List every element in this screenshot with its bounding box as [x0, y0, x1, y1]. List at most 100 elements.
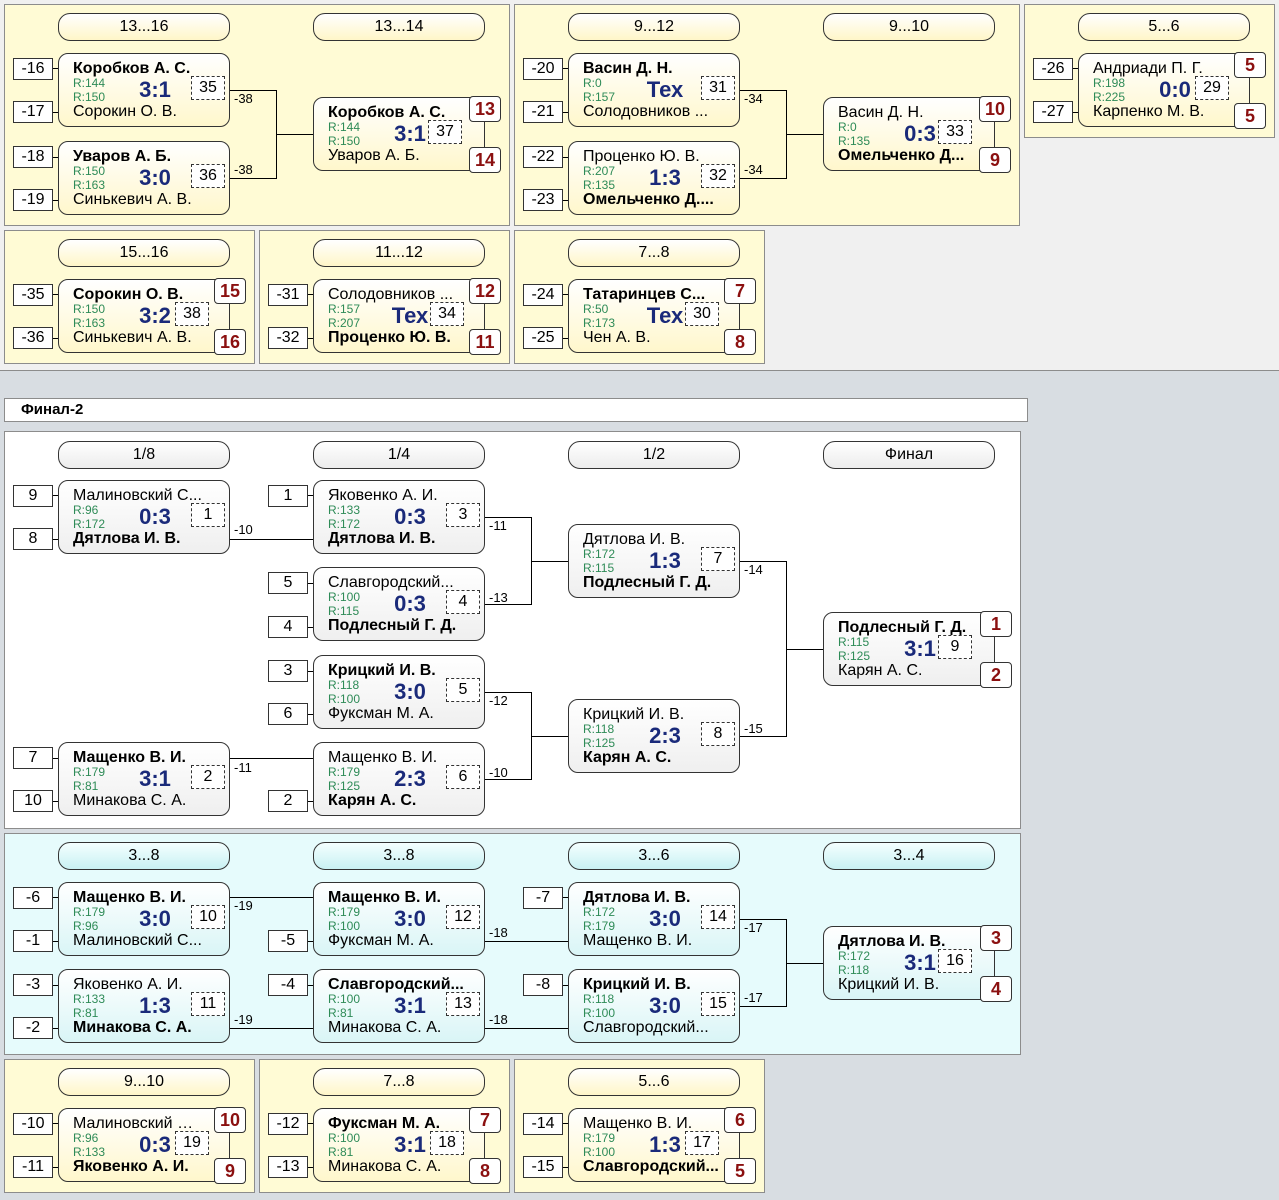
match-card[interactable]: Малиновский С... R:96 R:133 0:3 19 Якове… [58, 1108, 230, 1182]
match-card[interactable]: Малиновский С... R:96 R:172 0:3 1 Дятлов… [58, 480, 230, 554]
match-number: 16 [938, 949, 972, 973]
place-badge: 7 [724, 278, 756, 304]
seed-box: -32 [268, 327, 308, 349]
seed-box: 8 [13, 528, 53, 550]
round-header: 3...6 [568, 842, 740, 870]
match-number: 29 [1195, 76, 1229, 100]
match-card[interactable]: Фуксман М. А. R:100 R:81 3:1 18 Минакова… [313, 1108, 485, 1182]
player-rating: R:81 [73, 1006, 99, 1020]
player-rating: R:150 [73, 164, 106, 178]
match-card[interactable]: Татаринцев С... R:50 R:173 Тех 30 Чен А.… [568, 279, 740, 353]
match-card[interactable]: Подлесный Г. Д. R:115 R:125 3:1 9 Карян … [823, 612, 995, 686]
match-card[interactable]: Сорокин О. В. R:150 R:163 3:2 38 Синькев… [58, 279, 230, 353]
seed-box: -36 [13, 327, 53, 349]
seed-box: -26 [1033, 58, 1073, 80]
match-card[interactable]: Андриади П. Г. R:198 R:225 0:0 29 Карпен… [1078, 53, 1250, 127]
match-card[interactable]: Крицкий И. В. R:118 R:100 3:0 5 Фуксман … [313, 655, 485, 729]
bracket-connector-line [53, 294, 59, 295]
bracket-connector-line [230, 1028, 314, 1029]
match-card[interactable]: Яковенко А. И. R:133 R:172 0:3 3 Дятлова… [313, 480, 485, 554]
player-rating: R:135 [838, 134, 871, 148]
player-name: Мащенко В. И. [583, 932, 693, 949]
loser-route-label: -18 [489, 1012, 508, 1027]
round-header: 15...16 [58, 239, 230, 267]
player-rating: R:100 [583, 1006, 616, 1020]
player-rating: R:118 [583, 722, 615, 736]
loser-route-label: -19 [234, 1012, 253, 1027]
player-rating: R:125 [583, 736, 616, 750]
match-card[interactable]: Уваров А. Б. R:150 R:163 3:0 36 Синькеви… [58, 141, 230, 215]
place-badge: 2 [980, 662, 1012, 688]
panel-9-12: 9...12 9...10 -20 -21 -22 -23 Васин Д. Н… [514, 4, 1020, 226]
seed-box: 5 [268, 572, 308, 594]
bracket-connector-line [308, 583, 314, 584]
player-name: Карян А. С. [838, 662, 923, 679]
match-card[interactable]: Мащенко В. И. R:179 R:100 3:0 12 Фуксман… [313, 882, 485, 956]
player-rating: R:115 [838, 635, 870, 649]
match-score: 2:3 [394, 766, 426, 791]
match-card[interactable]: Солодовников ... R:157 R:207 Тех 34 Проц… [313, 279, 485, 353]
match-card[interactable]: Васин Д. Н. R:0 R:157 Тех 31 Солодовнико… [568, 53, 740, 127]
match-card[interactable]: Мащенко В. И. R:179 R:100 1:3 17 Славгор… [568, 1108, 740, 1182]
match-number: 1 [191, 503, 225, 527]
match-card[interactable]: Коробков А. С. R:144 R:150 3:1 37 Уваров… [313, 97, 485, 171]
seed-box: -18 [13, 146, 53, 168]
loser-route-label: -18 [489, 925, 508, 940]
match-number: 2 [191, 765, 225, 789]
player-name: Малиновский С... [73, 932, 202, 949]
bracket-connector-line [485, 692, 531, 693]
bracket-connector-line [53, 495, 59, 496]
player-rating: R:172 [583, 547, 616, 561]
bracket-connector-line [53, 801, 59, 802]
match-card[interactable]: Крицкий И. В. R:118 R:125 2:3 8 Карян А.… [568, 699, 740, 773]
player-rating: R:163 [73, 316, 106, 330]
match-number: 33 [938, 120, 972, 144]
player-rating: R:225 [1093, 90, 1126, 104]
player-name: Чен А. В. [583, 329, 651, 346]
match-card[interactable]: Дятлова И. В. R:172 R:118 3:1 16 Крицкий… [823, 926, 995, 1000]
match-card[interactable]: Мащенко В. И. R:179 R:81 3:1 2 Минакова … [58, 742, 230, 816]
player-name: Минакова С. А. [328, 1158, 442, 1175]
match-score: 3:1 [394, 1132, 426, 1157]
round-header: 13...16 [58, 13, 230, 41]
match-card[interactable]: Васин Д. Н. R:0 R:135 0:3 33 Омельченко … [823, 97, 995, 171]
player-rating: R:179 [328, 765, 361, 779]
match-card[interactable]: Мащенко В. И. R:179 R:96 3:0 10 Малиновс… [58, 882, 230, 956]
round-header: 13...14 [313, 13, 485, 41]
match-score: Тех [391, 303, 429, 328]
loser-route-label: -15 [744, 721, 763, 736]
match-card[interactable]: Славгородский... R:100 R:115 0:3 4 Подле… [313, 567, 485, 641]
bracket-connector-line [1073, 68, 1079, 69]
loser-route-label: -14 [744, 562, 763, 577]
loser-route-label: -19 [234, 898, 253, 913]
place-badge: 9 [979, 147, 1011, 173]
match-card[interactable]: Дятлова И. В. R:172 R:115 1:3 7 Подлесны… [568, 524, 740, 598]
round-header: 7...8 [568, 239, 740, 267]
match-score: 3:0 [139, 165, 171, 190]
match-score: 3:0 [139, 906, 171, 931]
match-card[interactable]: Коробков А. С. R:144 R:150 3:1 35 Сороки… [58, 53, 230, 127]
match-card[interactable]: Дятлова И. В. R:172 R:179 3:0 14 Мащенко… [568, 882, 740, 956]
player-rating: R:115 [328, 604, 360, 618]
match-card[interactable]: Крицкий И. В. R:118 R:100 3:0 15 Славгор… [568, 969, 740, 1043]
bracket-connector-line [53, 758, 59, 759]
bracket-connector-line [786, 963, 823, 964]
match-card[interactable]: Мащенко В. И. R:179 R:125 2:3 6 Карян А.… [313, 742, 485, 816]
match-number: 7 [701, 547, 735, 571]
bracket-connector-line [485, 941, 569, 942]
match-card[interactable]: Проценко Ю. В. R:207 R:135 1:3 32 Омельч… [568, 141, 740, 215]
loser-route-label: -17 [744, 990, 763, 1005]
bracket-connector-line [563, 1167, 569, 1168]
seed-box: -5 [268, 930, 308, 952]
match-card[interactable]: Яковенко А. И. R:133 R:81 1:3 11 Минаков… [58, 969, 230, 1043]
player-rating: R:144 [328, 120, 361, 134]
player-name: Фуксман М. А. [328, 932, 434, 949]
place-badge: 16 [214, 329, 246, 355]
bracket-connector-line [308, 294, 314, 295]
match-card[interactable]: Славгородский... R:100 R:81 3:1 13 Минак… [313, 969, 485, 1043]
player-name: Уваров А. Б. [328, 147, 420, 164]
bracket-connector-line [563, 985, 569, 986]
bracket-connector-line [740, 736, 786, 737]
bracket-connector-line [53, 941, 59, 942]
player-rating: R:133 [73, 1145, 106, 1159]
